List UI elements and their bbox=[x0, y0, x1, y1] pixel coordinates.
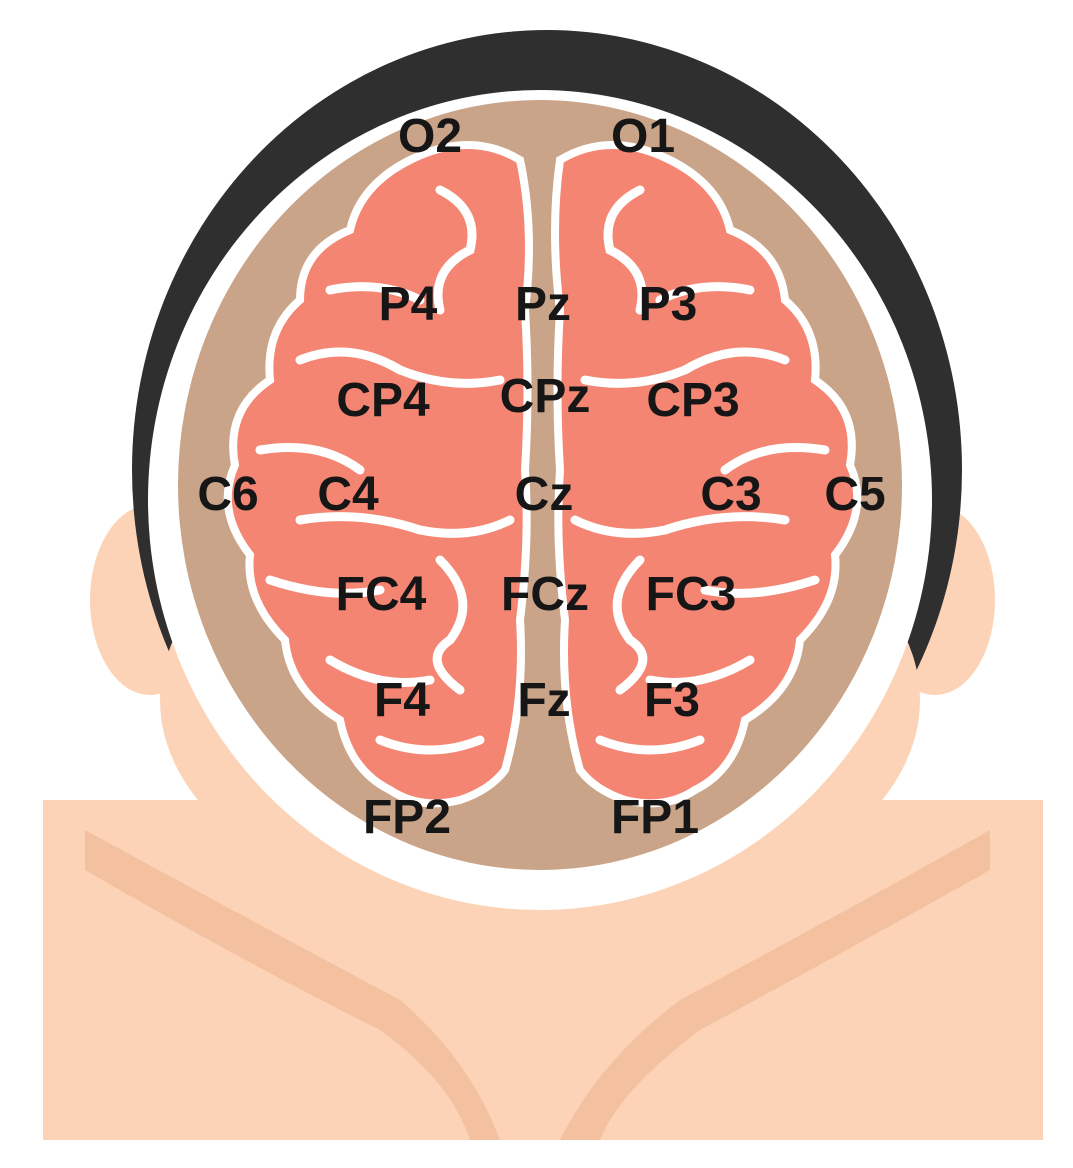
electrode-label-FC3: FC3 bbox=[646, 568, 737, 621]
electrode-label-FC4: FC4 bbox=[336, 568, 427, 621]
electrode-label-FP2: FP2 bbox=[363, 791, 451, 844]
electrode-label-C4: C4 bbox=[317, 468, 379, 521]
electrode-label-O2: O2 bbox=[398, 110, 462, 163]
electrode-label-C3: C3 bbox=[700, 468, 761, 521]
electrode-label-CPz: CPz bbox=[500, 370, 591, 423]
electrode-label-Fz: Fz bbox=[517, 674, 570, 727]
electrode-label-CP3: CP3 bbox=[646, 374, 739, 427]
electrode-label-FCz: FCz bbox=[501, 568, 589, 621]
electrode-label-Cz: Cz bbox=[515, 468, 574, 521]
electrode-label-P4: P4 bbox=[379, 278, 438, 331]
electrode-label-F4: F4 bbox=[374, 674, 430, 727]
electrode-label-FP1: FP1 bbox=[611, 791, 699, 844]
electrode-label-C6: C6 bbox=[197, 468, 258, 521]
electrode-labels: O2 O1 P4 Pz P3 CP4 CPz CP3 C6 C4 Cz C3 C… bbox=[197, 110, 885, 844]
electrode-label-C5: C5 bbox=[824, 468, 885, 521]
brain-folds bbox=[255, 185, 830, 755]
brain-icon bbox=[223, 141, 862, 808]
electrode-label-F3: F3 bbox=[644, 674, 700, 727]
electrode-label-CP4: CP4 bbox=[336, 374, 430, 427]
electrode-label-P3: P3 bbox=[639, 278, 698, 331]
electrode-label-Pz: Pz bbox=[515, 278, 571, 331]
electrode-label-O1: O1 bbox=[611, 110, 675, 163]
